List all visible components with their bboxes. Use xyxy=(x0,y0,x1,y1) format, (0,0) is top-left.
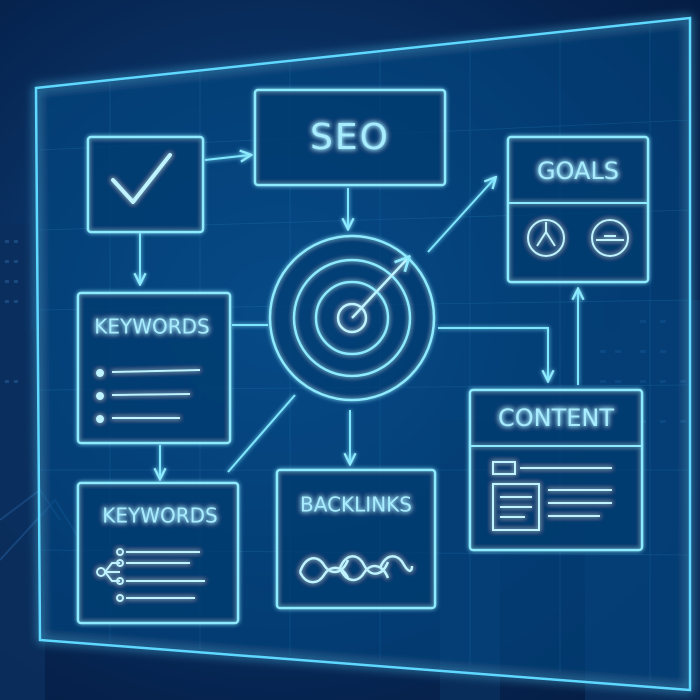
edge-target-to-goals xyxy=(427,178,495,253)
list-icon xyxy=(96,369,201,423)
node-keywords-top: KEYWORDS xyxy=(76,291,232,445)
checkmark-icon xyxy=(111,153,172,204)
edge-check-to-seo xyxy=(204,155,250,160)
seo-label: SEO xyxy=(310,117,390,158)
edge-target-to-content xyxy=(438,327,548,380)
node-goals: GOALS xyxy=(506,135,650,284)
list-icon xyxy=(96,548,205,602)
link-chain-icon xyxy=(298,555,414,584)
node-keywords-bottom: KEYWORDS xyxy=(76,481,240,625)
backlinks-label: BACKLINKS xyxy=(300,493,412,517)
node-seo: SEO xyxy=(253,88,447,187)
node-content: CONTENT xyxy=(468,388,644,552)
goals-label: GOALS xyxy=(537,157,619,185)
node-backlinks: BACKLINKS xyxy=(275,468,437,610)
keywords-bottom-label: KEYWORDS xyxy=(102,504,217,528)
goal-symbol-icon xyxy=(527,219,629,257)
edge-target-to-keywords-bottom xyxy=(227,394,296,473)
node-target xyxy=(268,234,436,402)
keywords-top-label: KEYWORDS xyxy=(94,315,209,339)
node-check xyxy=(86,135,205,234)
content-label: CONTENT xyxy=(498,404,614,432)
document-icon xyxy=(492,461,612,531)
